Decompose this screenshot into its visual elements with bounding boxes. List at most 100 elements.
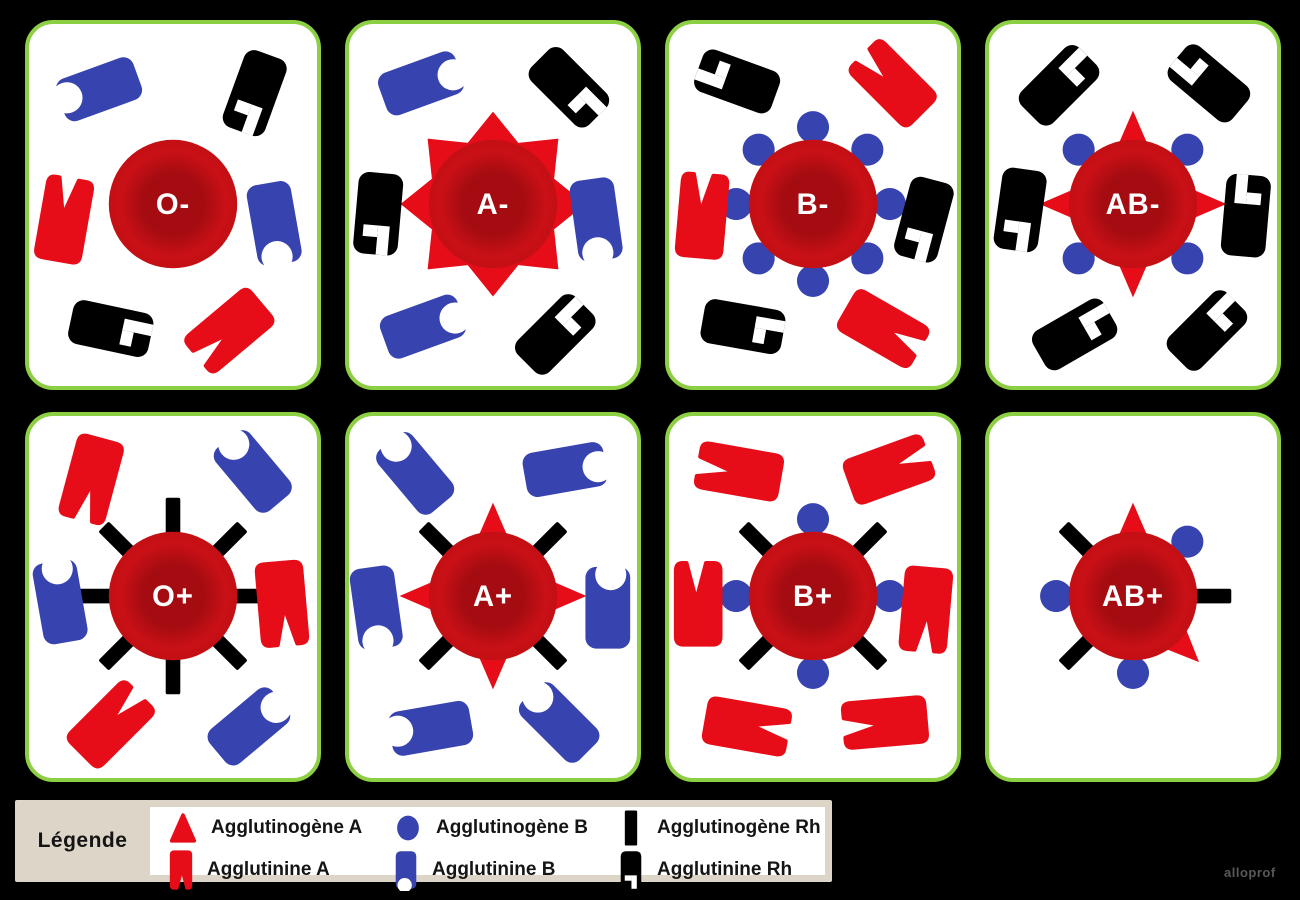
agglutinine-a xyxy=(848,39,937,128)
agglutinine-b xyxy=(585,559,631,649)
agglutinogene-b-circle xyxy=(851,242,884,275)
red-blood-cell: AB- xyxy=(1039,110,1227,298)
legend-panel: Agglutinogène A Agglutinogène B Agglutinog… xyxy=(150,807,825,891)
agglutinogene-b-circle xyxy=(796,111,830,144)
cell-body xyxy=(1068,139,1198,269)
card-ab-neg: AB- xyxy=(985,20,1281,390)
agglutinine-b xyxy=(376,430,455,515)
blood-type-label: B- xyxy=(797,189,830,221)
legend-item-label: Agglutinogène A xyxy=(211,817,363,838)
agglutinine-b xyxy=(51,57,143,122)
legend-item-agglutinine-rh: Agglutinine Rh xyxy=(618,849,825,891)
agglutinine-a xyxy=(840,695,929,750)
card-b-neg: B- xyxy=(665,20,961,390)
cell-body xyxy=(1068,531,1198,661)
agglutinogene-b-circle xyxy=(873,579,906,613)
agglutinine-a xyxy=(701,696,792,757)
legend-item-label: Agglutinine Rh xyxy=(657,859,793,880)
cell-body xyxy=(108,531,238,661)
agglutinine-rh-icon xyxy=(618,849,644,891)
agglutinine-a xyxy=(58,433,124,526)
agglutinine-a xyxy=(674,171,730,260)
card-o-neg: O- xyxy=(25,20,321,390)
card-ab-pos: AB+ xyxy=(985,412,1281,782)
blood-type-label: B+ xyxy=(793,581,833,613)
agglutinine-b xyxy=(32,553,88,645)
agglutinine-rh xyxy=(222,50,287,137)
legend-item-agglutinine-a: Agglutinine A xyxy=(168,849,393,891)
red-blood-cell: B- xyxy=(720,111,906,297)
agglutinine-a xyxy=(837,289,930,368)
agglutinogene-b-icon xyxy=(393,810,423,846)
card-a-neg: A- xyxy=(345,20,641,390)
agglutinogene-b-circle xyxy=(796,656,830,689)
agglutinine-a-icon xyxy=(168,849,194,891)
agglutinine-a xyxy=(842,434,936,505)
agglutinine-rh xyxy=(353,171,404,256)
card-b-pos: B+ xyxy=(665,412,961,782)
legend-item-label: Agglutinogène B xyxy=(436,817,588,838)
blood-type-label: O+ xyxy=(152,581,194,613)
agglutinine-a xyxy=(898,565,954,654)
agglutinine-b xyxy=(246,181,302,273)
agglutinogene-b-circle xyxy=(851,133,884,166)
agglutinine-b xyxy=(213,428,292,513)
agglutinine-rh xyxy=(528,46,610,128)
red-blood-cell: AB+ xyxy=(1040,502,1232,689)
agglutinogene-b-circle xyxy=(1040,579,1073,613)
agglutinine-rh xyxy=(1031,298,1118,371)
cell-body xyxy=(748,531,878,661)
agglutinogene-b-circle xyxy=(796,503,830,536)
legend-item-agglutinogene-a: Agglutinogène A xyxy=(168,810,393,846)
agglutinine-rh xyxy=(1220,173,1271,258)
blood-type-label: AB+ xyxy=(1102,581,1164,613)
agglutinine-b xyxy=(349,565,403,657)
red-blood-cell: A- xyxy=(400,111,586,297)
agglutinine-b xyxy=(377,51,469,116)
agglutinine-b xyxy=(207,687,292,766)
red-blood-cell: O+ xyxy=(74,497,272,695)
agglutinine-rh xyxy=(68,300,154,357)
agglutinine-rh xyxy=(1018,45,1100,126)
agglutinogene-a-icon xyxy=(168,810,198,846)
agglutinine-a xyxy=(673,561,723,647)
agglutinine-rh xyxy=(694,49,781,114)
agglutinine-rh xyxy=(700,299,786,355)
cell-body xyxy=(748,139,878,269)
agglutinine-a xyxy=(184,287,275,374)
agglutinine-a xyxy=(694,441,784,502)
blood-type-label: A- xyxy=(477,189,510,221)
legend-item-agglutinogene-rh: Agglutinogène Rh xyxy=(618,807,825,849)
agglutinine-rh xyxy=(894,176,954,263)
legend-item-label: Agglutinogène Rh xyxy=(657,817,821,838)
agglutinogene-b-circle xyxy=(720,579,753,613)
red-blood-cell: A+ xyxy=(399,502,587,690)
agglutinine-a xyxy=(254,559,310,648)
agglutinine-rh xyxy=(1166,290,1248,371)
agglutinine-b xyxy=(522,442,614,497)
legend-item-agglutinogene-b: Agglutinogène B xyxy=(393,810,618,846)
agglutinogene-b-circle xyxy=(1171,525,1204,558)
agglutinogene-b-circle xyxy=(1062,133,1095,166)
red-blood-cell: O- xyxy=(108,139,238,269)
agglutinogene-b-circle xyxy=(742,242,775,275)
legend-title: Légende xyxy=(37,829,128,852)
blood-type-label: O- xyxy=(156,189,190,221)
agglutinine-b xyxy=(382,700,474,756)
agglutinogene-rh-icon xyxy=(618,807,644,849)
agglutinogene-b-circle xyxy=(1171,133,1204,166)
agglutinogene-b-circle xyxy=(873,187,906,221)
agglutinine-b xyxy=(379,294,471,359)
agglutinine-a xyxy=(66,680,155,769)
agglutinine-rh xyxy=(514,294,596,375)
agglutinine-b xyxy=(569,177,623,269)
cell-body xyxy=(108,139,238,269)
agglutinogene-b-circle xyxy=(796,264,830,297)
card-a-pos: A+ xyxy=(345,412,641,782)
agglutinine-rh xyxy=(993,167,1047,253)
agglutinogene-b-circle xyxy=(1062,242,1095,275)
agglutinogene-b-circle xyxy=(1171,242,1204,275)
cell-body xyxy=(428,139,558,269)
